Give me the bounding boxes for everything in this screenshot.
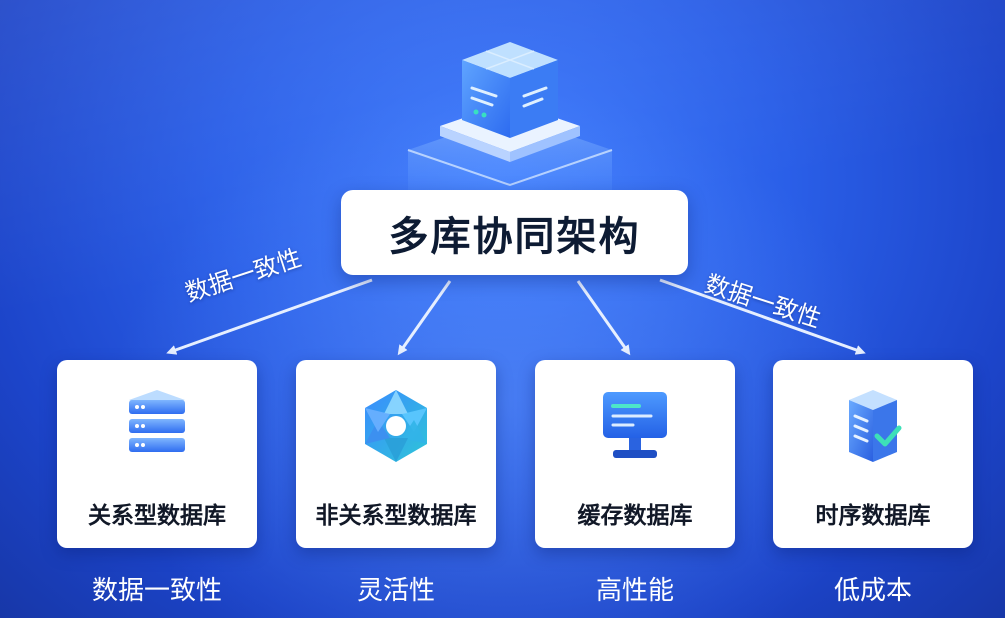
card-label: 关系型数据库 bbox=[88, 503, 226, 529]
card-label: 非关系型数据库 bbox=[315, 503, 477, 529]
arrow-to-relational bbox=[166, 278, 373, 355]
feature-label-nonrelational: 灵活性 bbox=[356, 576, 435, 606]
hexagon-aperture-icon bbox=[365, 390, 427, 462]
card-label: 时序数据库 bbox=[815, 503, 931, 529]
server-cube-icon bbox=[407, 42, 613, 200]
stacked-database-icon bbox=[129, 390, 185, 452]
monitor-icon bbox=[603, 392, 667, 458]
server-check-icon bbox=[849, 390, 902, 462]
card-timeseries-database: 时序数据库 bbox=[773, 360, 973, 548]
page-title: 多库协同架构 bbox=[388, 213, 641, 260]
card-relational-database: 关系型数据库 bbox=[57, 360, 257, 548]
card-nonrelational-database: 非关系型数据库 bbox=[296, 360, 496, 548]
arrow-to-timeseries bbox=[659, 278, 866, 355]
feature-label-cache: 高性能 bbox=[595, 576, 674, 606]
arrow-to-cache bbox=[576, 280, 631, 356]
arrow-to-nonrelational bbox=[397, 280, 452, 356]
card-cache-database: 缓存数据库 bbox=[535, 360, 735, 548]
card-label: 缓存数据库 bbox=[577, 503, 693, 529]
feature-label-relational: 数据一致性 bbox=[91, 576, 222, 606]
title-box: 多库协同架构 bbox=[341, 190, 688, 275]
feature-label-timeseries: 低成本 bbox=[833, 576, 912, 606]
